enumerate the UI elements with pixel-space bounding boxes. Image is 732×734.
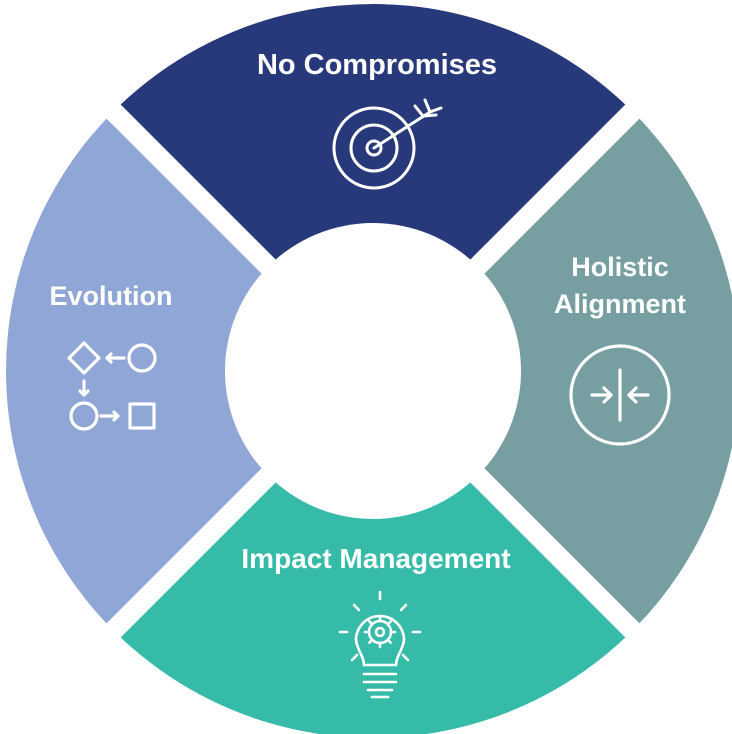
label-impact-management: Impact Management bbox=[241, 543, 510, 574]
separator-top-right bbox=[466, 80, 664, 278]
segment-no-compromises bbox=[113, 4, 633, 271]
center-circle bbox=[225, 223, 521, 519]
separator-bottom-left bbox=[82, 464, 280, 662]
label-evolution: Evolution bbox=[50, 281, 173, 311]
label-holistic-alignment-line1: Holistic bbox=[571, 252, 669, 282]
segment-separators bbox=[82, 80, 664, 662]
label-holistic-alignment-line2: Alignment bbox=[554, 289, 686, 319]
lightbulb-gear-icon bbox=[338, 590, 422, 699]
target-icon bbox=[332, 98, 443, 190]
segment-holistic-alignment bbox=[473, 111, 732, 631]
process-flow-icon bbox=[67, 341, 157, 431]
converge-arrows-icon bbox=[569, 344, 671, 446]
separator-top-left bbox=[82, 80, 280, 278]
separator-bottom-right bbox=[466, 464, 664, 662]
segment-impact-management bbox=[113, 471, 633, 734]
label-no-compromises: No Compromises bbox=[257, 49, 497, 81]
